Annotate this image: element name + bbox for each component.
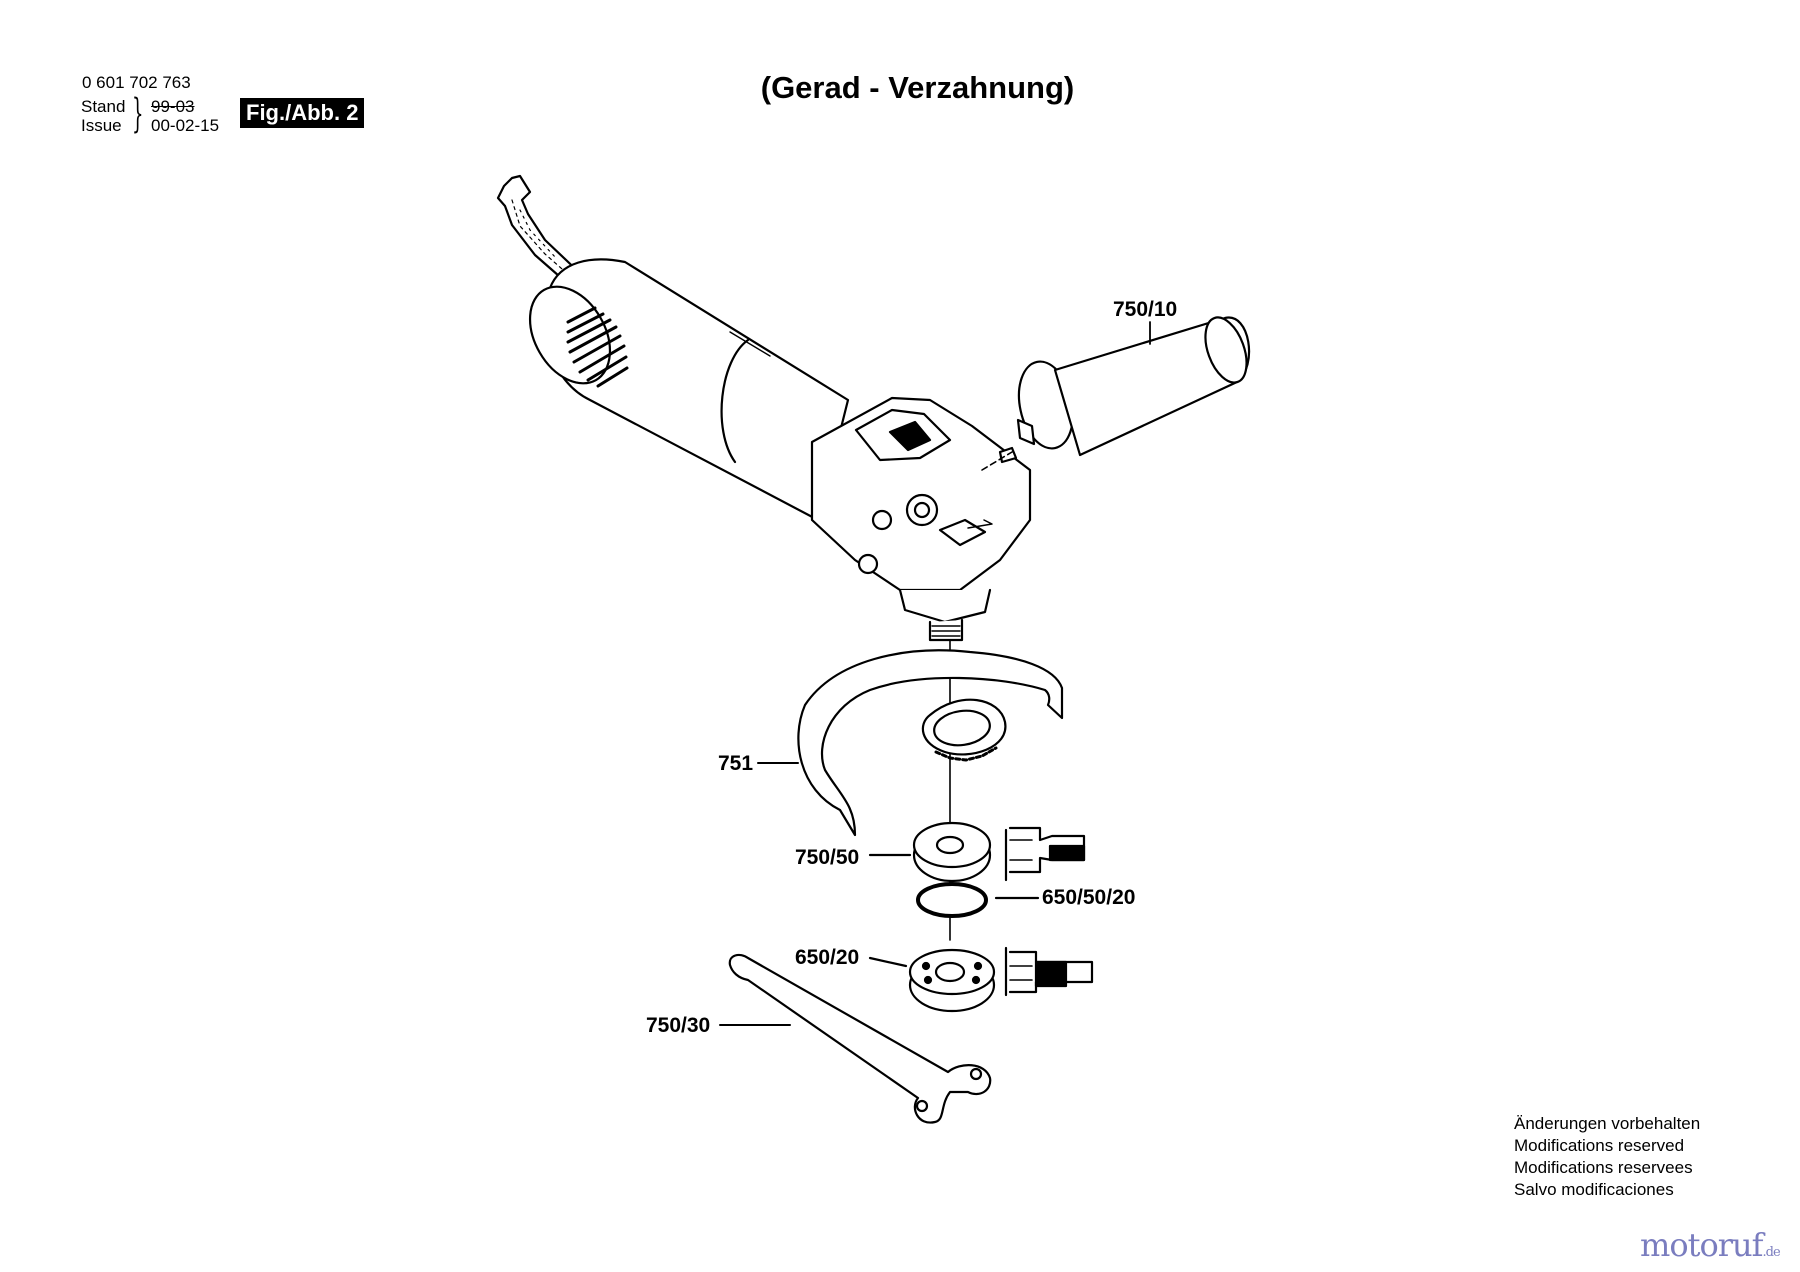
callout-clamping-flange: 750/50 (795, 846, 860, 869)
callout-o-ring: 650/50/20 (1042, 886, 1136, 909)
notice-line-en: Modifications reserved (1514, 1136, 1685, 1155)
callout-auxiliary-handle: 750/10 (1113, 298, 1178, 321)
clamping-flange-part (868, 821, 1086, 883)
protection-guard-part (757, 649, 1064, 837)
issue-label: Issue (81, 116, 122, 135)
clamping-nut-part (868, 946, 1094, 1013)
notice-line-es: Salvo modificaciones (1514, 1180, 1674, 1199)
auxiliary-handle-part (981, 316, 1251, 471)
watermark-text: motoruf (1640, 1226, 1763, 1264)
figure-badge: Fig./Abb. 2 (240, 98, 365, 128)
page-title: (Gerad - Verzahnung) (760, 70, 1075, 105)
angle-grinder-body (528, 258, 1032, 642)
ventilation-slots (566, 306, 629, 388)
callout-clamping-nut: 650/20 (795, 946, 860, 969)
modifications-notice: Änderungen vorbehalten Modifications res… (1514, 1113, 1700, 1201)
watermark-tld: .de (1762, 1245, 1780, 1260)
stand-label: Stand (81, 97, 126, 116)
watermark-logo: motoruf.de (1640, 1226, 1781, 1264)
brace-glyph: } (132, 91, 144, 137)
callout-protection-guard: 751 (718, 752, 754, 775)
issue-date: 00-02-15 (151, 116, 220, 135)
notice-line-de: Änderungen vorbehalten (1514, 1114, 1701, 1133)
callout-two-pin-spanner: 750/30 (646, 1014, 711, 1037)
two-pin-spanner-part (719, 953, 992, 1124)
notice-line-fr: Modifications reservees (1514, 1158, 1693, 1177)
stand-date: 99-03 (151, 97, 195, 116)
document-number: 0 601 702 763 (82, 73, 191, 92)
o-ring-part (916, 882, 1040, 918)
